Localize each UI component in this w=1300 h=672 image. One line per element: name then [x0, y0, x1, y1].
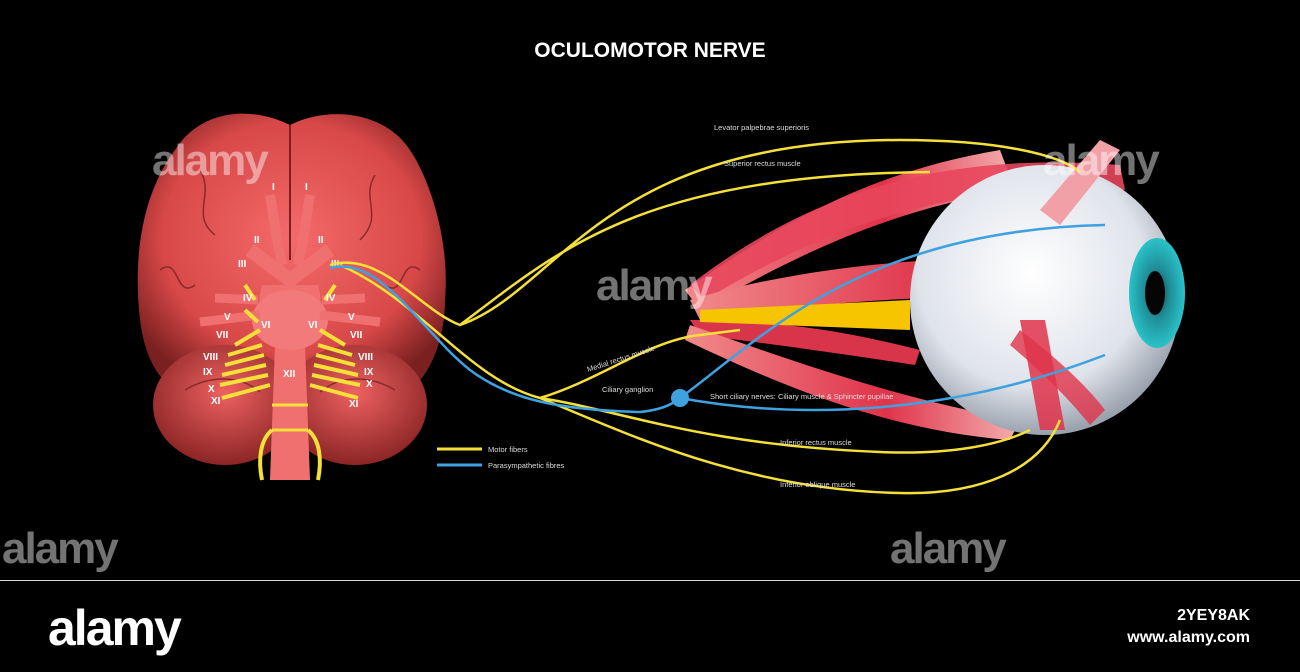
eye-illustration	[685, 140, 1185, 440]
nerve-label-ii-left: II	[254, 235, 260, 246]
nerve-label-iii-left: III	[238, 259, 247, 270]
nerve-label-ix-right: IX	[364, 367, 374, 378]
image-id: 2YEY8AK	[1177, 607, 1250, 624]
watermark-2: alamy	[596, 261, 713, 310]
medial-rectus	[690, 320, 920, 365]
nerve-label-xi-right: XI	[349, 399, 359, 410]
label-inferior-oblique: Inferior oblique muscle	[780, 480, 855, 489]
nerve-label-viii-left: VIII	[203, 352, 218, 363]
watermark-1: alamy	[152, 136, 269, 185]
superior-oblique	[1040, 140, 1120, 225]
footer-url[interactable]: www.alamy.com	[1127, 629, 1250, 646]
nerve-label-x-right: X	[366, 379, 373, 390]
label-superior-rectus: Superior rectus muscle	[724, 159, 801, 168]
legend: Motor fibers Parasympathetic fibres	[437, 445, 565, 470]
page-title: OCULOMOTOR NERVE	[534, 39, 765, 62]
nerve-label-vii-right: VII	[350, 330, 362, 341]
nerve-label-viii-right: VIII	[358, 352, 373, 363]
brain-illustration: I I II II III III IV IV V V VI VI VII VI…	[137, 113, 446, 481]
label-inferior-rectus: Inferior rectus muscle	[780, 438, 852, 447]
nerve-label-iv-right: IV	[326, 293, 336, 304]
nerve-label-ii-right: II	[318, 235, 324, 246]
nerve-label-vii-left: VII	[216, 330, 228, 341]
optic-nerve	[700, 300, 910, 330]
legend-label-motor: Motor fibers	[488, 445, 528, 454]
nerve-label-vi-left: VI	[261, 320, 271, 331]
label-medial-rectus: Medial rectus muscle	[586, 344, 656, 374]
footer-bar: alamy 2YEY8AK www.alamy.com	[0, 580, 1300, 672]
eyeball	[910, 165, 1180, 435]
watermark-4: alamy	[2, 524, 119, 573]
footer-logo: alamy	[48, 600, 182, 656]
parasympathetic-fibres	[329, 223, 1106, 414]
pupil	[1145, 271, 1165, 315]
nerve-label-xi-left: XI	[211, 396, 221, 407]
nerve-label-xii: XII	[283, 369, 295, 380]
nerve-label-i-left: I	[272, 182, 275, 193]
nerve-label-x-left: X	[208, 384, 215, 395]
label-short-ciliary-nerves: Short ciliary nerves: Ciliary muscle & S…	[710, 392, 893, 401]
cranial-nerve-fibers	[219, 283, 361, 481]
inferior-rectus	[685, 325, 1020, 440]
label-ciliary-ganglion: Ciliary ganglion	[602, 385, 653, 394]
label-levator-palpebrae: Levator palpebrae superioris	[714, 123, 809, 132]
nerve-label-vi-right: VI	[308, 320, 318, 331]
nerve-label-v-left: V	[224, 312, 231, 323]
watermark-3: alamy	[1043, 136, 1160, 185]
nerve-label-v-right: V	[348, 312, 355, 323]
nerve-label-i-right: I	[305, 182, 308, 193]
nerve-label-iv-left: IV	[243, 293, 253, 304]
ciliary-ganglion	[671, 389, 689, 407]
watermark-5: alamy	[890, 524, 1007, 573]
nerve-label-ix-left: IX	[203, 367, 213, 378]
legend-label-parasympathetic: Parasympathetic fibres	[488, 461, 565, 470]
